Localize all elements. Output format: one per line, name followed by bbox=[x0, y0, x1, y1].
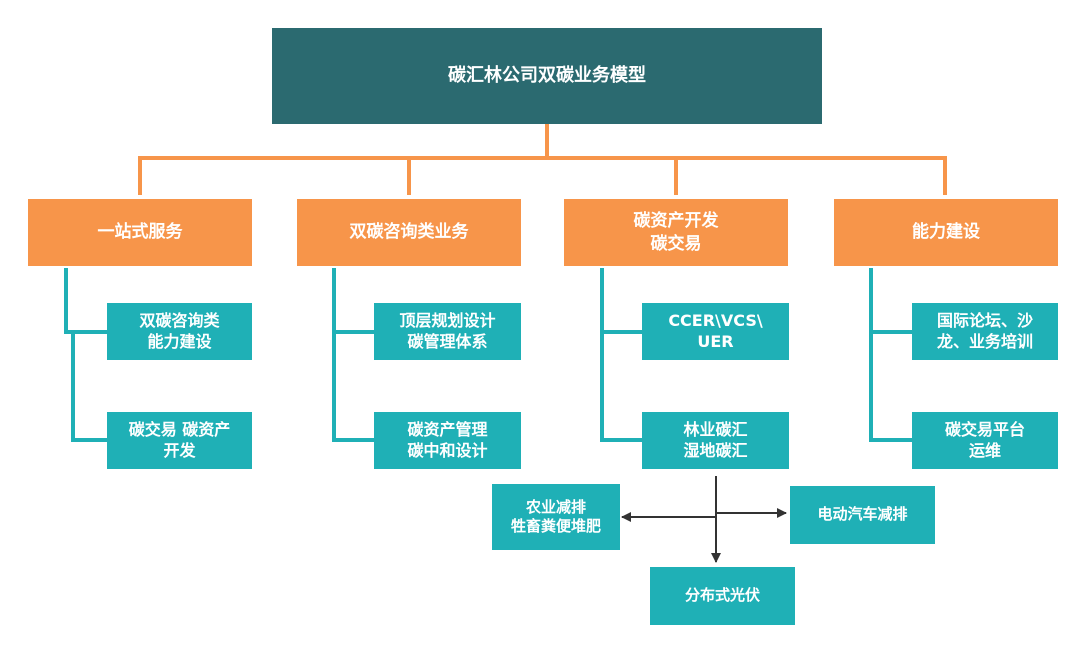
item-trading-asset-dev: 碳交易 碳资产 开发 bbox=[107, 412, 252, 469]
category-capacity-building: 能力建设 bbox=[834, 199, 1058, 266]
category-consulting: 双碳咨询类业务 bbox=[297, 199, 521, 266]
category-asset-trading: 碳资产开发 碳交易 bbox=[564, 199, 788, 266]
item-forest-wetland-sink: 林业碳汇 湿地碳汇 bbox=[642, 412, 789, 469]
branch-distributed-pv: 分布式光伏 bbox=[650, 567, 795, 625]
item-connectors bbox=[64, 268, 912, 442]
category-one-stop-service: 一站式服务 bbox=[28, 199, 252, 266]
item-asset-management: 碳资产管理 碳中和设计 bbox=[374, 412, 521, 469]
root-connector bbox=[138, 124, 947, 195]
item-forum-training: 国际论坛、沙 龙、业务培训 bbox=[912, 303, 1058, 360]
item-top-level-planning: 顶层规划设计 碳管理体系 bbox=[374, 303, 521, 360]
root-node: 碳汇林公司双碳业务模型 bbox=[272, 28, 822, 124]
branch-ev-reduction: 电动汽车减排 bbox=[790, 486, 935, 544]
item-consulting-capacity: 双碳咨询类 能力建设 bbox=[107, 303, 252, 360]
branch-agriculture-reduction: 农业减排 牲畜粪便堆肥 bbox=[492, 484, 620, 550]
item-platform-operation: 碳交易平台 运维 bbox=[912, 412, 1058, 469]
item-ccer-vcs-uer: CCER\VCS\ UER bbox=[642, 303, 789, 360]
branch-arrows bbox=[621, 476, 787, 563]
